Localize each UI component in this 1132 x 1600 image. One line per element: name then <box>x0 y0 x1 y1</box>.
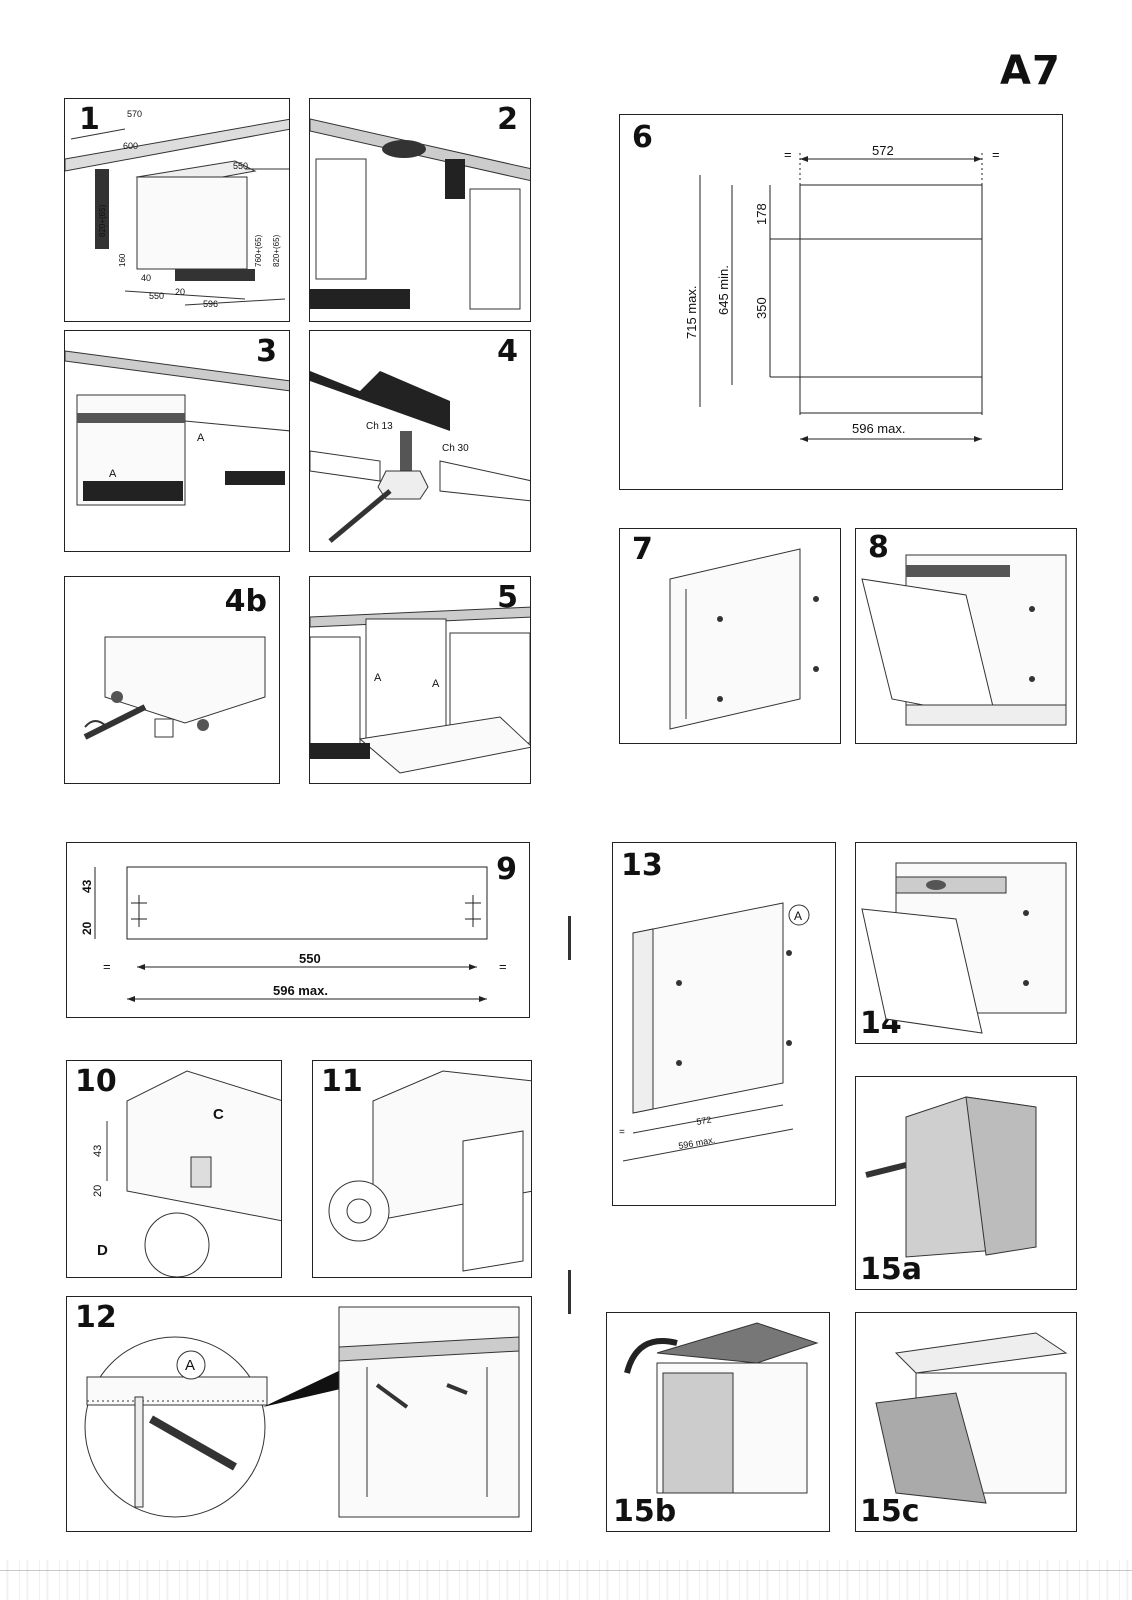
panel-number: 13 <box>621 848 663 883</box>
dim-178: 178 <box>754 203 769 225</box>
dim-20: 20 <box>175 287 185 297</box>
dim-43: 43 <box>80 879 94 893</box>
foot-adjust-illustration: Ch 13 Ch 30 <box>310 371 530 543</box>
dim-572: 572 <box>696 1115 713 1127</box>
panel-number: 15b <box>613 1494 677 1529</box>
panel-number: 1 <box>79 102 100 137</box>
detail-illustration: A <box>84 1306 520 1518</box>
panel-11: 11 <box>312 1060 532 1278</box>
dim-820-65: 820+(65) <box>98 204 107 237</box>
margin-mark <box>568 916 571 960</box>
panel-number: 2 <box>497 102 518 137</box>
panel-6: 6 572 = = 178 350 645 min. 715 max. 596 … <box>619 114 1063 490</box>
panel-number: 15a <box>860 1252 922 1287</box>
panel-number: 4b <box>224 584 267 619</box>
door-panel-screws-illustration <box>669 548 819 730</box>
eq-left: = <box>784 147 792 162</box>
slide-in-illustration: A A <box>65 350 289 506</box>
label-d: D <box>97 1242 108 1259</box>
panel-fixing-illustration <box>328 1070 531 1272</box>
dim-715-max: 715 max. <box>684 286 699 339</box>
label-a: A <box>185 1357 195 1374</box>
dim-820-65b: 820+(65) <box>272 234 281 267</box>
dim-20: 20 <box>80 921 94 935</box>
dim-596-max: 596 max. <box>273 983 328 998</box>
dim-20: 20 <box>92 1185 104 1197</box>
dim-350: 350 <box>754 297 769 319</box>
dim-596: 596 <box>203 299 218 309</box>
dim-550b: 550 <box>149 291 164 301</box>
panel-number: 6 <box>632 120 653 155</box>
panel-3: 3 A A <box>64 330 290 552</box>
scan-noise <box>0 1560 1132 1600</box>
eq-right: = <box>499 959 507 974</box>
dim-40: 40 <box>141 273 151 283</box>
label-a: A <box>794 909 802 923</box>
panel-number: 4 <box>497 334 518 369</box>
bracket-illustration: C D 43 20 <box>92 1070 281 1277</box>
panel-number: 10 <box>75 1064 117 1099</box>
panel-15c: 15c <box>855 1312 1077 1532</box>
rear-foot-illustration <box>83 636 266 740</box>
panel-number: 9 <box>496 852 517 887</box>
panel-7: 7 <box>619 528 841 744</box>
label-a: A <box>109 468 117 480</box>
panel-4b: 4b <box>64 576 280 784</box>
door-fit-illustration <box>861 862 1067 1034</box>
label-ch30: Ch 30 <box>442 443 469 454</box>
door-dimension-diagram: 572 = = 178 350 645 min. 715 max. 596 ma… <box>684 143 1000 442</box>
dim-550: 550 <box>233 161 248 171</box>
cabinet-niche-illustration: 570 600 550 820+(65) 160 40 550 20 596 7… <box>65 109 289 309</box>
eq-right: = <box>992 147 1000 162</box>
label-ch13: Ch 13 <box>366 421 393 432</box>
panel-number: 7 <box>632 532 653 567</box>
dim-600: 600 <box>123 141 138 151</box>
panel-1: 1 570 600 550 820+(65) 160 40 550 20 596… <box>64 98 290 322</box>
panel-number: 15c <box>860 1494 920 1529</box>
dim-596-max: 596 max. <box>678 1135 716 1151</box>
dim-43: 43 <box>92 1145 104 1157</box>
panel-13: 13 A 572 596 max. = <box>612 842 836 1206</box>
panel-dimension-diagram: 43 20 550 596 max. = = <box>80 866 507 1002</box>
panel-4: 4 Ch 13 Ch 30 <box>309 330 531 552</box>
template-illustration: A A <box>310 606 530 774</box>
packaging-illustration <box>865 1096 1037 1258</box>
eq-left: = <box>619 1127 625 1138</box>
dim-572: 572 <box>872 143 894 158</box>
panel-15a: 15a <box>855 1076 1077 1290</box>
panel-number: 5 <box>497 580 518 615</box>
dim-550: 550 <box>299 951 321 966</box>
panel-number: 8 <box>868 530 889 565</box>
dim-160: 160 <box>118 253 127 267</box>
panel-number: 11 <box>321 1064 363 1099</box>
unpack-illustration <box>624 1322 819 1494</box>
panel-8: 8 <box>855 528 1077 744</box>
panel-number: 12 <box>75 1300 117 1335</box>
margin-mark <box>568 1270 571 1314</box>
label-c: C <box>213 1106 224 1123</box>
panel-5: 5 A A <box>309 576 531 784</box>
panel-15b: 15b <box>606 1312 830 1532</box>
label-a: A <box>374 672 382 684</box>
label-a: A <box>197 432 205 444</box>
page-code: A7 <box>1000 48 1061 94</box>
worktop-fixing-illustration <box>310 118 530 310</box>
eq-left: = <box>103 959 111 974</box>
door-mounting-illustration <box>861 554 1067 726</box>
panel-number: 3 <box>256 334 277 369</box>
panel-12: 12 A <box>66 1296 532 1532</box>
panel-10: 10 C D 43 20 <box>66 1060 282 1278</box>
dim-596-max: 596 max. <box>852 421 905 436</box>
door-template-illustration: A 572 596 max. = <box>619 902 810 1162</box>
dim-645-min: 645 min. <box>716 265 731 315</box>
dim-760-65: 760+(65) <box>254 234 263 267</box>
panel-2: 2 <box>309 98 531 322</box>
dim-570: 570 <box>127 109 142 119</box>
label-a: A <box>432 678 440 690</box>
panel-14: 14 <box>855 842 1077 1044</box>
panel-9: 9 43 20 550 596 max. = = <box>66 842 530 1018</box>
packaging-open-illustration <box>875 1332 1068 1504</box>
